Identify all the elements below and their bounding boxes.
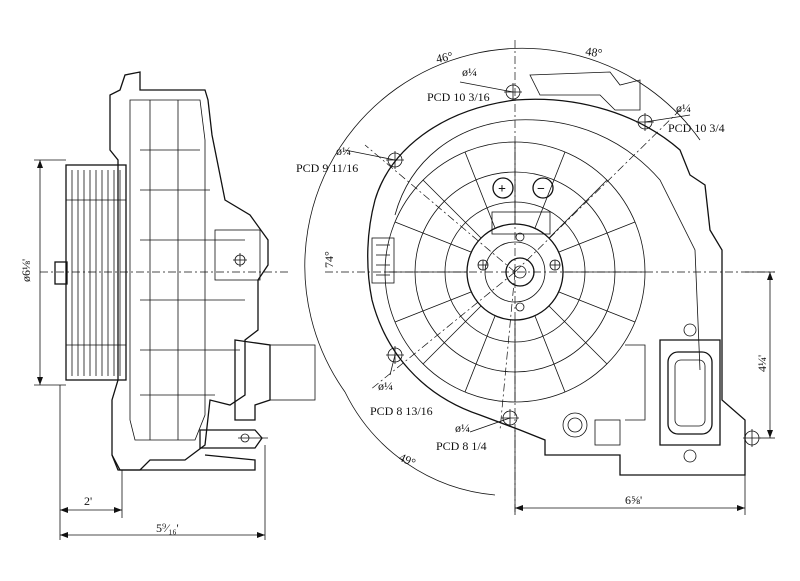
negative-terminal-symbol: − — [537, 182, 545, 197]
hole-diam-2: ø¼ — [676, 101, 691, 115]
volute-inner-wall — [394, 119, 701, 371]
pcd-label-1: PCD 10 3/16 — [427, 90, 490, 104]
overall-width-label: 5⁹⁄₁₆' — [156, 521, 179, 535]
outlet-opening — [667, 351, 713, 435]
shaft-hub — [54, 261, 68, 285]
housing-cross-ribs — [140, 149, 245, 396]
shaft-bore — [505, 257, 535, 287]
width-label: 2' — [84, 494, 92, 508]
hole-diam-5: ø¼ — [455, 421, 470, 435]
negative-terminal — [532, 177, 554, 199]
positive-terminal — [492, 177, 514, 199]
left-latch — [371, 237, 395, 284]
hole-diam-3: ø¼ — [336, 144, 351, 158]
pcd-label-4: PCD 8 13/16 — [370, 404, 433, 418]
angle-top-left: 46° — [435, 49, 455, 66]
angle-top-right: 48° — [585, 44, 604, 60]
sensor-block — [594, 419, 621, 446]
outer-angle-arc — [304, 47, 701, 393]
housing-spokes — [385, 142, 645, 402]
bottom-angle-arc — [344, 391, 496, 496]
hole-diam-1: ø¼ — [462, 65, 477, 79]
angle-bottom: 49° — [397, 450, 418, 470]
housing-ribs — [149, 100, 179, 440]
side-view: ø6⅛' 2' 5⁹⁄₁₆' — [19, 71, 316, 540]
positive-terminal-symbol: + — [498, 182, 506, 197]
volute-housing — [367, 98, 746, 476]
motor-clamp — [491, 211, 551, 235]
top-bracket — [529, 71, 641, 111]
front-view: + − 46° 48° 74° — [296, 40, 775, 515]
diameter-label: ø6⅛' — [19, 259, 33, 282]
outlet-hole-bottom — [683, 449, 697, 463]
outlet-guide — [625, 344, 646, 421]
fan-blades — [66, 170, 126, 376]
radial-line-1 — [364, 144, 516, 273]
motor-screws — [477, 232, 561, 312]
motor-housing — [109, 71, 269, 471]
pcd-label-3: PCD 9 11/16 — [296, 161, 358, 175]
radial-line-4 — [499, 271, 516, 431]
motor-boss — [484, 241, 546, 303]
drain-boss — [562, 412, 588, 438]
connector-plug — [234, 339, 271, 421]
pcd-label-5: PCD 8 1/4 — [436, 439, 487, 453]
base-flange — [111, 454, 256, 471]
fan-wheel — [65, 164, 127, 381]
outlet-frame — [659, 339, 721, 446]
radial-line-2 — [514, 109, 681, 273]
mount-tab — [199, 429, 263, 449]
housing-inner-wall — [129, 99, 206, 441]
outlet-hole-top — [683, 323, 697, 337]
connector-body — [269, 344, 316, 401]
front-width-label: 6⅝' — [625, 493, 642, 507]
shaft — [513, 265, 527, 279]
resistor-block — [214, 229, 261, 281]
pcd-label-2: PCD 10 3/4 — [668, 121, 725, 135]
radial-line-3 — [369, 271, 516, 391]
height-label: 4¼' — [755, 355, 769, 372]
angle-left: 74° — [322, 251, 336, 268]
hole-diam-4: ø¼ — [378, 379, 393, 393]
